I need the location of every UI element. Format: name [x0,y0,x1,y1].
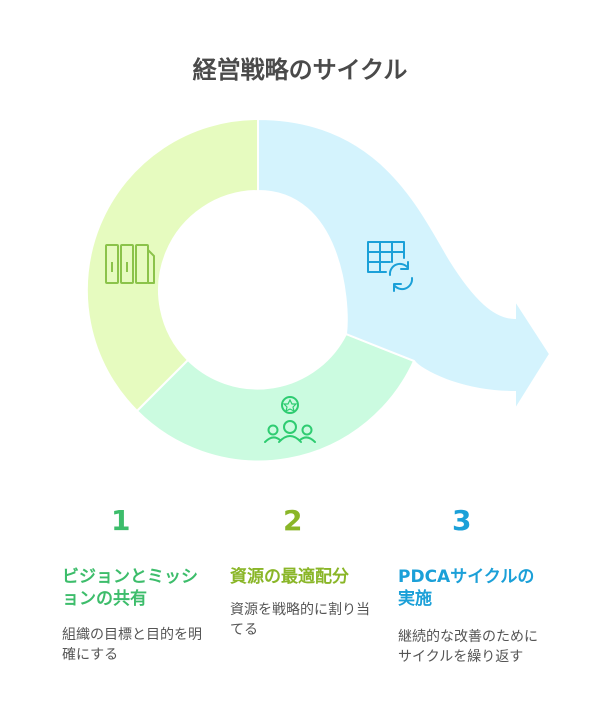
step-3-number: 3 [452,504,472,537]
step-2-description: 資源を戦略的に割り当てる [230,602,370,638]
step-1-description: 組織の目標と目的を明確にする [62,627,202,663]
step-1-title: ビジョンとミッションの共有 [62,567,198,609]
table-refresh-icon [367,241,414,292]
segment-vision [85,117,259,413]
step-3-description: 継続的な改善のためにサイクルを繰り返す [398,629,538,665]
page-title: 経営戦略のサイクル [192,56,408,84]
columns-icon [105,244,155,284]
step-2-title: 資源の最適配分 [230,567,349,587]
team-icon [264,396,316,443]
step-1-number: 1 [111,504,131,537]
step-3-title: PDCAサイクルの実施 [398,567,535,609]
segment-resource [135,332,416,463]
step-2-number: 2 [283,504,303,537]
